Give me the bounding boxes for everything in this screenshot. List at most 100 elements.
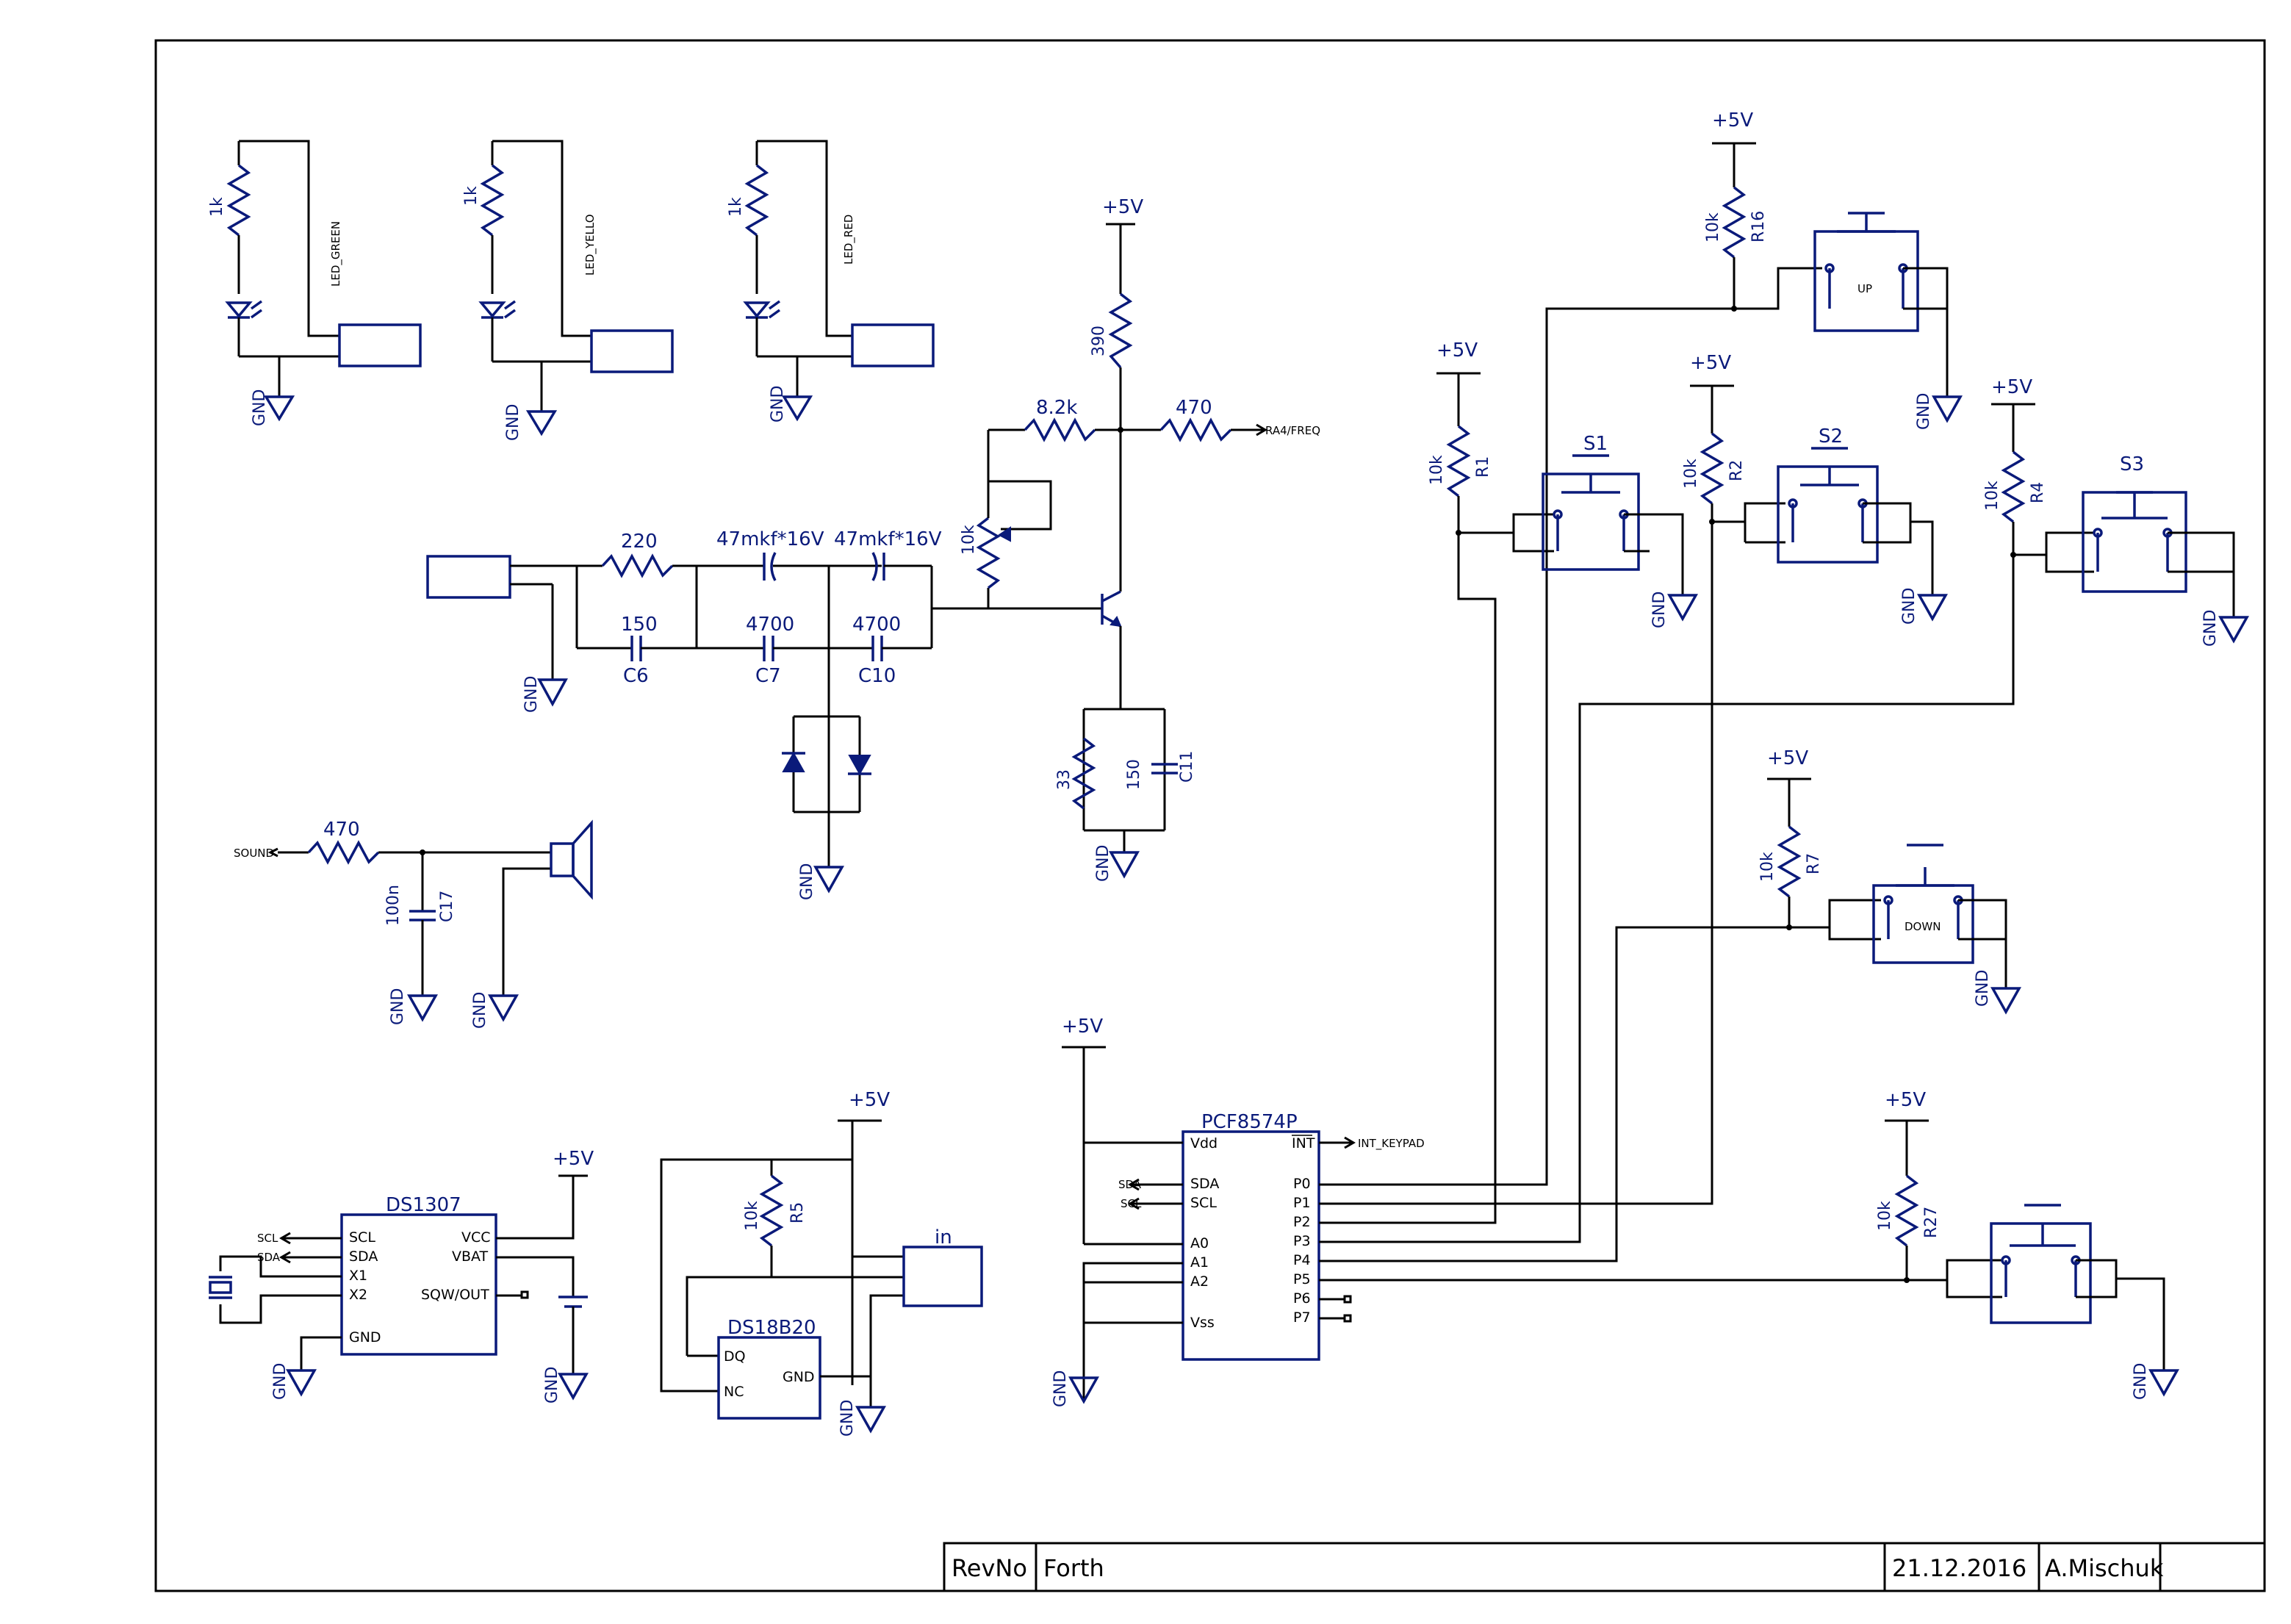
r-82k-label: 8.2k	[1036, 397, 1077, 419]
c6-value-label: 150	[621, 614, 658, 636]
svg-text:P5: P5	[1293, 1271, 1311, 1287]
r7-value-label: 10k	[1758, 852, 1777, 882]
r4-ref-label: R4	[2029, 482, 2047, 503]
gnd-label: GND	[1094, 845, 1112, 882]
r1-ref-label: R1	[1474, 456, 1492, 478]
r2-ref-label: R2	[1727, 460, 1746, 481]
sda-label: SDA	[257, 1251, 281, 1264]
sound-label: SOUND	[234, 847, 274, 860]
r-1k-label: 1k	[462, 186, 481, 206]
gnd-label: GND	[1051, 1370, 1070, 1407]
c11-ref-label: C11	[1178, 751, 1196, 783]
c6-ref-label: C6	[623, 665, 649, 687]
vcc-label: +5V	[1712, 109, 1753, 132]
led-red-circuit: GND 1k LED_RED	[727, 140, 935, 423]
c-47b-label: 47mkf*16V	[834, 528, 942, 550]
ds1307-chip	[340, 1213, 497, 1356]
ds1307-rtc: DS1307 SCL SDA X1 X2 GND VCC VBAT SQW/OU…	[209, 1148, 594, 1404]
r16-value-label: 10k	[1704, 212, 1722, 242]
svg-text:VCC: VCC	[461, 1229, 491, 1246]
svg-text:P1: P1	[1293, 1195, 1311, 1211]
ds1307-label: DS1307	[386, 1194, 461, 1216]
c17-value-label: 100n	[384, 885, 403, 926]
r27-value-label: 10k	[1876, 1201, 1894, 1231]
audio-filter-circuit: GND 220 47mkf*16V 47mkf*16V 150 C6 4700 …	[426, 196, 1320, 900]
vcc-label: +5V	[849, 1089, 890, 1111]
r5-value-label: 10k	[743, 1201, 761, 1231]
gnd-label: GND	[769, 386, 787, 423]
c7-ref-label: C7	[755, 665, 781, 687]
ra4-freq-label: RA4/FREQ	[1265, 424, 1320, 437]
c11-value-label: 150	[1125, 759, 1143, 790]
led-yellow-circuit: GND 1k LED_YELLO	[462, 140, 674, 441]
switch-s3-label: S3	[2120, 453, 2144, 475]
r27-ref-label: R27	[1922, 1207, 1941, 1238]
switch-down: +5V 10k R7 DOWN GND	[1758, 747, 2021, 1015]
vcc-label: +5V	[1690, 352, 1731, 374]
svg-text:Vss: Vss	[1190, 1315, 1215, 1331]
vcc-label: +5V	[553, 1148, 594, 1170]
vcc-label: +5V	[1991, 376, 2032, 398]
gnd-label: GND	[1650, 592, 1669, 628]
svg-text:SCL: SCL	[1190, 1195, 1217, 1211]
gnd-label: GND	[389, 988, 407, 1025]
r-470-sound-label: 470	[323, 819, 360, 841]
pot-10k-label: 10k	[960, 525, 978, 555]
switch-s2-label: S2	[1819, 425, 1843, 448]
scl-label: SCL	[1121, 1197, 1142, 1210]
svg-text:P3: P3	[1293, 1233, 1311, 1249]
svg-text:SDA: SDA	[349, 1248, 378, 1265]
gnd-label: GND	[471, 992, 489, 1029]
led-green-circuit: GND 1k LED_GREEN	[208, 140, 422, 426]
scl-label: SCL	[257, 1232, 278, 1245]
int-keypad-label: INT_KEYPAD	[1358, 1137, 1425, 1151]
svg-text:GND: GND	[349, 1329, 381, 1345]
switch-s2: +5V 10k R2 S2 GND	[1682, 352, 1948, 625]
ds18b20-sensor: +5V 10k R5 DS18B20 DQ NC GND GND in	[660, 1089, 983, 1437]
gnd-label: GND	[543, 1367, 561, 1404]
led-yellow-label: LED_YELLO	[583, 214, 597, 276]
svg-text:A0: A0	[1190, 1235, 1209, 1251]
r-470-top-label: 470	[1176, 397, 1212, 419]
ds18b20-chip	[717, 1336, 821, 1420]
svg-text:P7: P7	[1293, 1309, 1311, 1326]
vcc-label: +5V	[1102, 196, 1143, 218]
switch-r27: +5V 10k R27 GND	[1876, 1089, 2179, 1400]
svg-text:X1: X1	[349, 1268, 367, 1284]
gnd-label: GND	[798, 863, 816, 900]
r-220-label: 220	[621, 531, 658, 553]
led-green-label: LED_GREEN	[329, 221, 343, 287]
gnd-label: GND	[2201, 610, 2220, 647]
gnd-label: GND	[1974, 970, 1992, 1007]
vcc-label: +5V	[1062, 1016, 1103, 1038]
svg-text:SDA: SDA	[1190, 1176, 1219, 1192]
pcf-label: PCF8574P	[1201, 1111, 1298, 1133]
date-label: 21.12.2016	[1892, 1554, 2026, 1582]
svg-text:INT: INT	[1292, 1135, 1315, 1151]
svg-text:NC: NC	[724, 1384, 744, 1400]
svg-text:P0: P0	[1293, 1176, 1311, 1192]
title-block: RevNo Forth 21.12.2016 A.Mischuk	[943, 1542, 2266, 1592]
switch-s1-label: S1	[1583, 433, 1608, 455]
in-connector-label: in	[935, 1226, 952, 1248]
switch-s3: +5V 10k R4 S3 GND	[1983, 376, 2249, 647]
sheet-name: Forth	[1043, 1554, 1104, 1582]
svg-text:A1: A1	[1190, 1254, 1209, 1271]
r16-ref-label: R16	[1749, 211, 1768, 242]
r1-value-label: 10k	[1428, 455, 1446, 485]
c17-ref-label: C17	[438, 891, 456, 922]
switch-up: +5V 10k R16 UP GND	[1704, 109, 1963, 430]
gnd-label: GND	[504, 404, 522, 441]
r-390-label: 390	[1090, 326, 1108, 356]
r4-value-label: 10k	[1983, 481, 2002, 511]
c10-value-label: 4700	[852, 614, 901, 636]
svg-text:GND: GND	[783, 1369, 815, 1385]
gnd-label: GND	[1915, 393, 1933, 430]
revno-label: RevNo	[952, 1554, 1027, 1582]
led-red-label: LED_RED	[842, 215, 856, 265]
r-1k-label: 1k	[727, 197, 745, 217]
c10-ref-label: C10	[858, 665, 896, 687]
r-33-label: 33	[1055, 769, 1073, 790]
c-47a-label: 47mkf*16V	[716, 528, 824, 550]
